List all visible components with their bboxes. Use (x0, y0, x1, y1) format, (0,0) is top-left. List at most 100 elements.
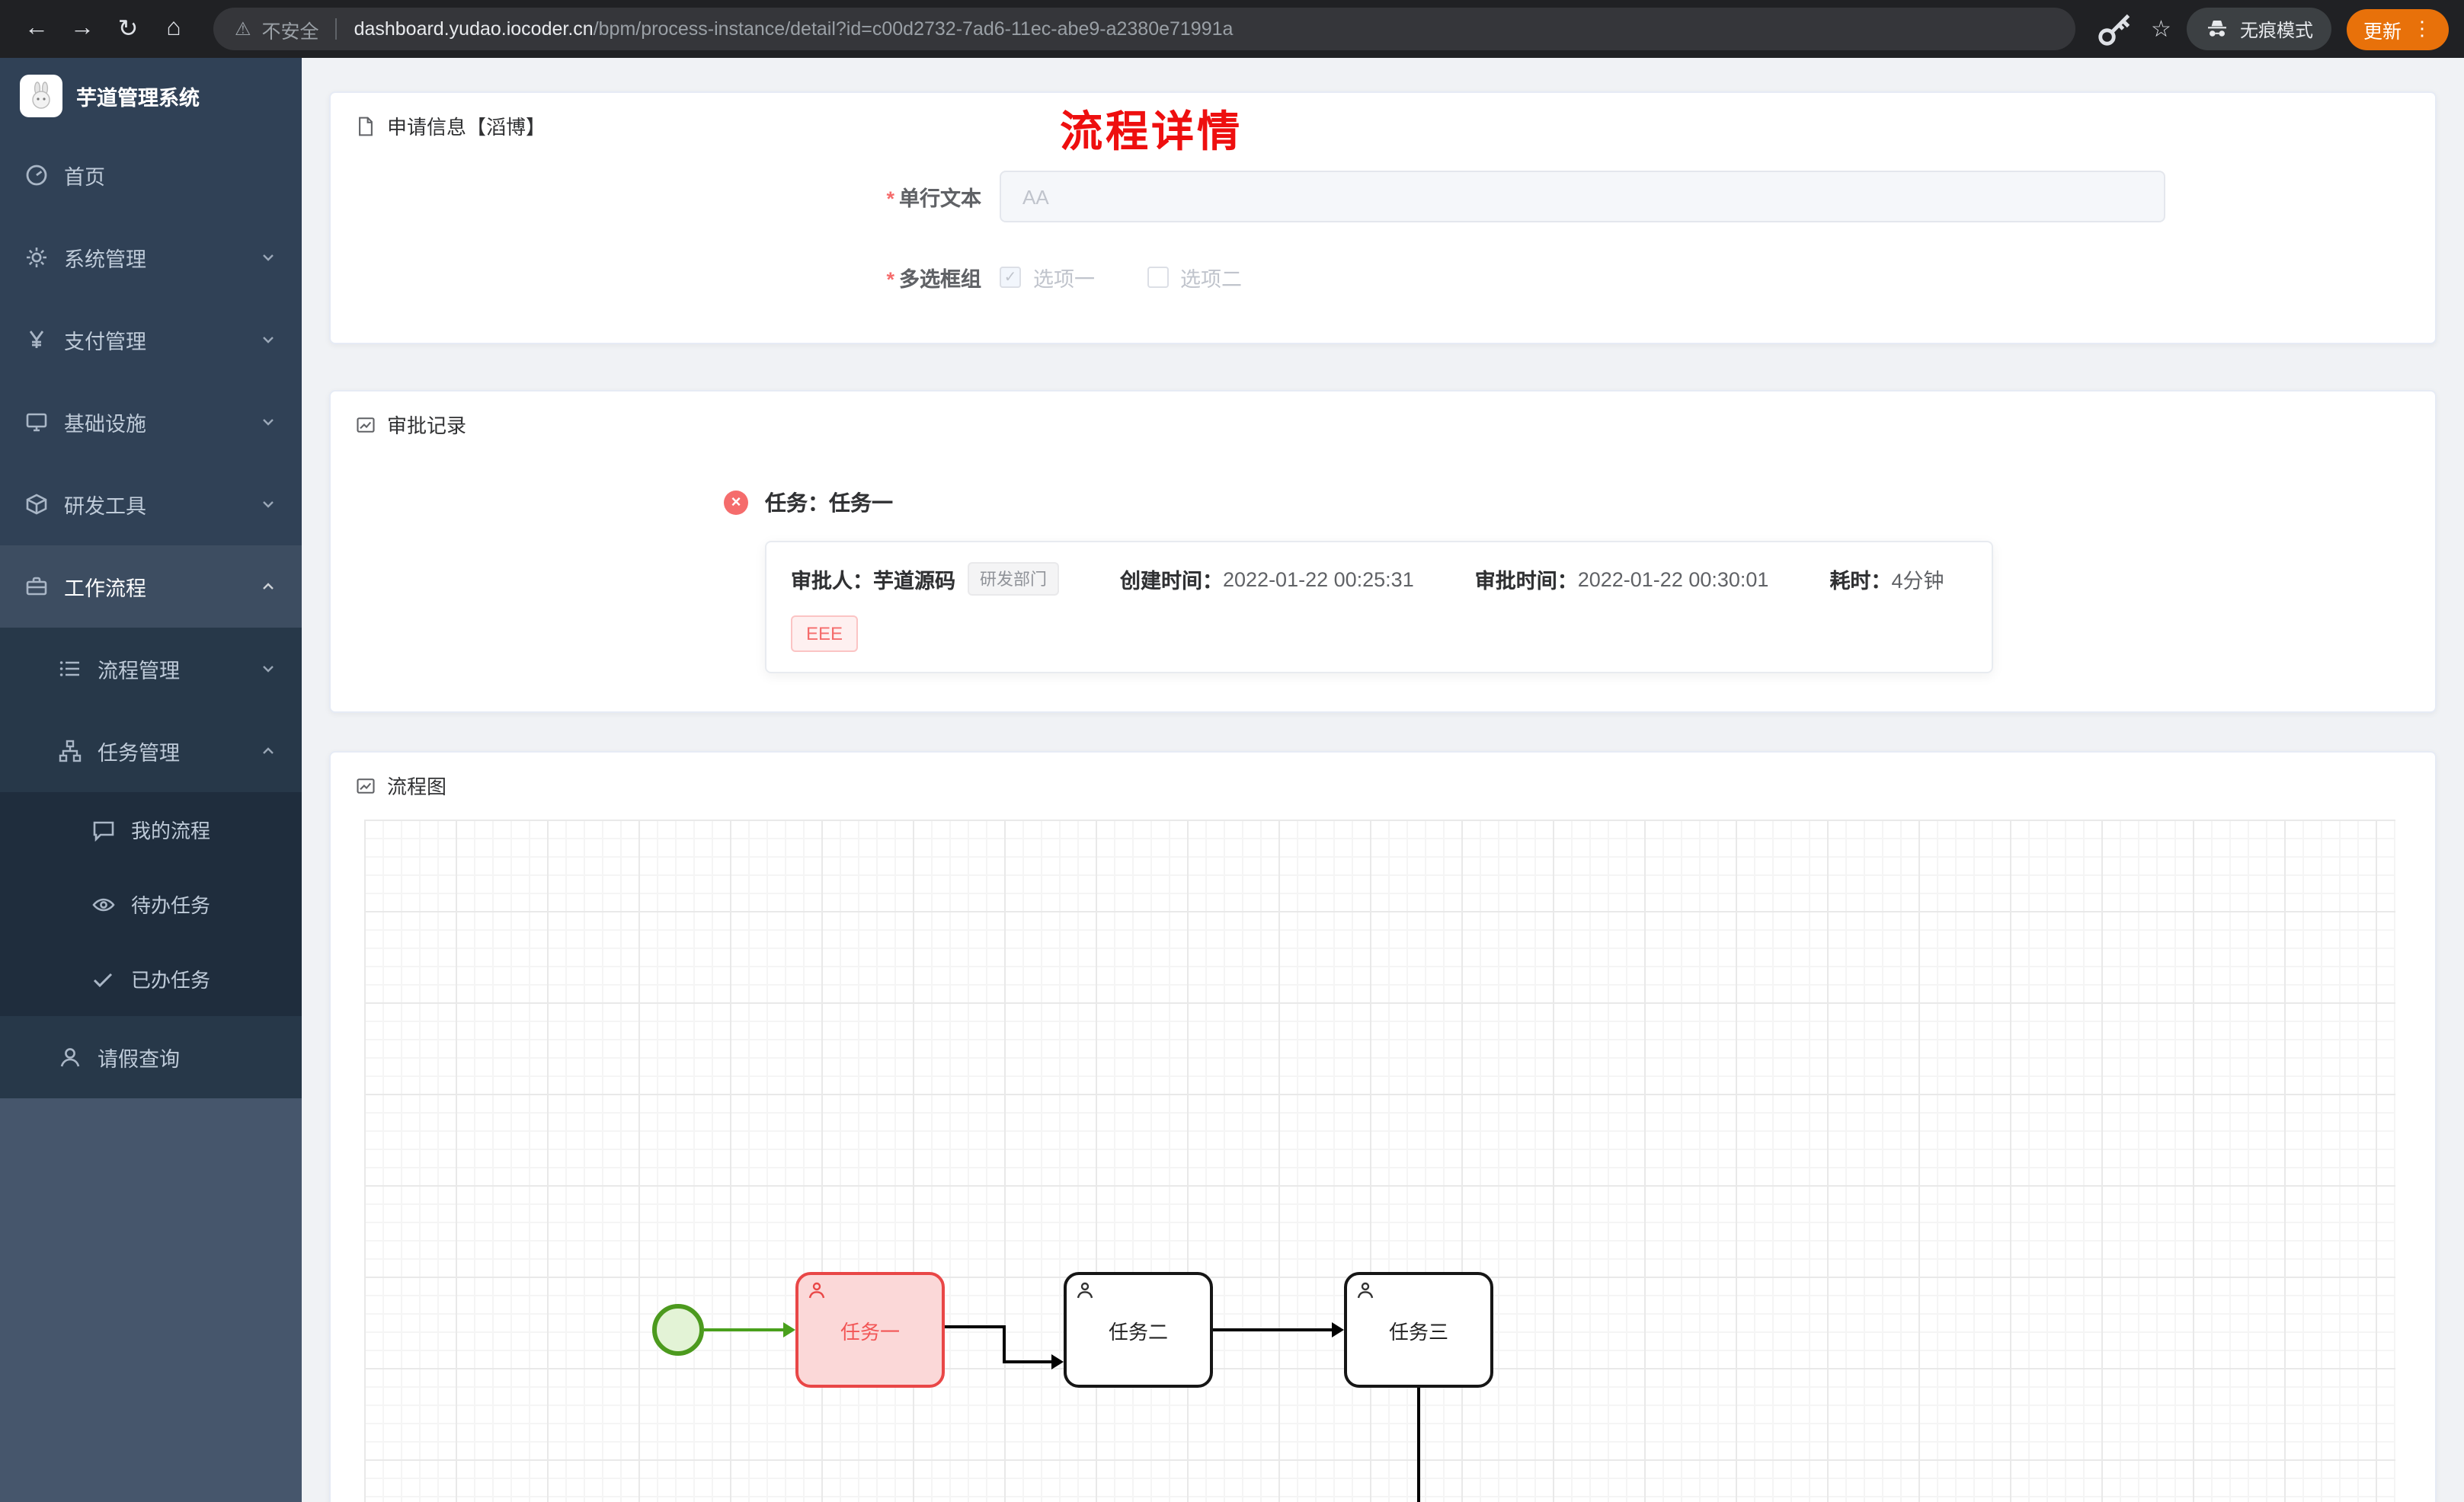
checkbox-option-1[interactable]: 选项一 (1000, 262, 1095, 292)
approval-card-header: 审批记录 (331, 391, 2435, 457)
sidebar-item-my-process[interactable]: 我的流程 (0, 792, 302, 867)
dashboard-icon (26, 165, 47, 186)
diagram-card-title: 流程图 (387, 775, 447, 798)
tree-icon (59, 740, 82, 762)
start-event-node[interactable] (652, 1304, 704, 1356)
task-node-3[interactable]: 任务三 (1344, 1272, 1493, 1388)
logo-avatar (20, 75, 62, 117)
bpmn-canvas[interactable]: 任务一 任务二 任务三 (364, 820, 2395, 1502)
approval-records-card: 审批记录 × 任务：任务一 审批人： 芋道源码 研发部门 (329, 390, 2437, 713)
update-button[interactable]: 更新 ⋮ (2346, 8, 2449, 50)
sidebar-item-label: 请假查询 (98, 1048, 180, 1071)
chevron-down-icon (263, 419, 274, 426)
single-line-text-input[interactable] (1000, 171, 2165, 222)
apply-card-header: 申请信息【滔博】 (331, 93, 2435, 158)
chevron-down-icon (263, 501, 274, 508)
apply-info-card: 流程详情 申请信息【滔博】 *单行文本 *多选框组 选项 (329, 91, 2437, 344)
user-icon (60, 1048, 80, 1067)
chevron-down-icon (263, 666, 274, 673)
sidebar-item-task-mgmt[interactable]: 任务管理 (0, 710, 302, 792)
checkbox-group-label: *多选框组 (886, 268, 981, 291)
create-time-group: 创建时间： 2022-01-22 00:25:31 (1120, 564, 1414, 594)
approver-label: 审批人： (791, 570, 873, 593)
text-field-label: *单行文本 (886, 187, 981, 210)
eye-icon (92, 897, 115, 911)
sidebar-item-system[interactable]: 系统管理 (0, 216, 302, 299)
home-icon[interactable]: ⌂ (166, 15, 181, 41)
required-asterisk: * (886, 268, 894, 291)
chrome-right-controls: ☆ 无痕模式 更新 ⋮ (2093, 8, 2449, 50)
approve-time-label: 审批时间： (1474, 570, 1578, 593)
address-bar[interactable]: ⚠ 不安全 dashboard.yudao.iocoder.cn/bpm/pro… (213, 8, 2075, 50)
user-task-icon (808, 1282, 825, 1299)
sidebar-item-label: 我的流程 (131, 820, 211, 842)
checkbox-unchecked-icon (1147, 267, 1168, 288)
sequence-flow (1417, 1388, 1420, 1502)
sidebar-item-infrastructure[interactable]: 基础设施 (0, 381, 302, 463)
box-icon (26, 494, 47, 515)
sidebar-item-label: 工作流程 (64, 577, 146, 600)
approval-timeline: × 任务：任务一 审批人： 芋道源码 研发部门 创建时间： (724, 487, 2435, 673)
task-node-1[interactable]: 任务一 (795, 1272, 945, 1388)
arrowhead (1332, 1322, 1344, 1337)
back-icon[interactable]: ← (24, 15, 49, 41)
approve-time-value: 2022-01-22 00:30:01 (1577, 567, 1769, 590)
forward-icon[interactable]: → (70, 15, 94, 41)
bookmark-star-icon[interactable]: ☆ (2151, 17, 2171, 43)
diagram-icon (357, 778, 375, 793)
incognito-label: 无痕模式 (2239, 19, 2313, 40)
sidebar-item-label: 研发工具 (64, 495, 146, 518)
task-node-2[interactable]: 任务二 (1064, 1272, 1213, 1388)
browser-chrome: ← → ↻ ⌂ ⚠ 不安全 dashboard.yudao.iocoder.cn… (0, 0, 2464, 58)
diagram-card-header: 流程图 (331, 753, 2435, 818)
refresh-icon[interactable]: ↻ (117, 17, 139, 43)
sidebar-item-done-tasks[interactable]: 已办任务 (0, 941, 302, 1016)
document-icon (359, 116, 373, 136)
checkbox-option-2[interactable]: 选项二 (1147, 262, 1242, 292)
monitor-icon (26, 413, 47, 432)
create-time-label: 创建时间： (1120, 570, 1223, 593)
approval-detail-box: 审批人： 芋道源码 研发部门 创建时间： 2022-01-22 00:25:31… (765, 541, 1993, 673)
key-icon[interactable] (2093, 8, 2136, 50)
sequence-flow (704, 1328, 783, 1331)
sidebar-item-label: 系统管理 (64, 248, 146, 271)
sequence-flow (945, 1325, 1006, 1328)
process-diagram-card: 流程图 任务一 (329, 751, 2437, 1502)
create-time-value: 2022-01-22 00:25:31 (1223, 567, 1414, 590)
dept-tag: 研发部门 (968, 562, 1059, 596)
approval-card-title: 审批记录 (387, 414, 467, 437)
comment-tag: EEE (791, 615, 859, 652)
main-content: 流程详情 申请信息【滔博】 *单行文本 *多选框组 选项 (302, 58, 2464, 1502)
omnibox-divider (335, 18, 338, 40)
menu-kebab-icon[interactable]: ⋮ (2412, 17, 2432, 40)
checkbox-label: 选项二 (1180, 268, 1242, 291)
sidebar-item-todo-tasks[interactable]: 待办任务 (0, 867, 302, 941)
check-icon (93, 972, 113, 987)
app-shell: 芋道管理系统 首页 系统管理 支付管理 基础设施 (0, 58, 2464, 1502)
chevron-down-icon (263, 254, 274, 261)
page-title: 流程详情 (1060, 108, 1243, 155)
sidebar-item-workflow[interactable]: 工作流程 (0, 545, 302, 628)
sequence-flow (1003, 1360, 1051, 1363)
incognito-icon (2207, 21, 2226, 37)
approver-name: 芋道源码 (873, 570, 955, 593)
task-collapse-header[interactable]: × 任务：任务一 (724, 487, 2435, 518)
sidebar-item-label: 流程管理 (98, 660, 180, 682)
security-label: 不安全 (261, 21, 319, 42)
sequence-flow (1213, 1328, 1332, 1331)
duration-label: 耗时： (1829, 570, 1892, 593)
required-asterisk: * (886, 187, 894, 210)
arrowhead (1051, 1354, 1064, 1369)
url-domain: dashboard.yudao.iocoder.cn (354, 18, 594, 40)
sidebar-item-home[interactable]: 首页 (0, 134, 302, 216)
approver-group: 审批人： 芋道源码 研发部门 (791, 562, 1059, 596)
url-path: /bpm/process-instance/detail?id=c00d2732… (593, 18, 1234, 40)
sidebar-item-payment[interactable]: 支付管理 (0, 299, 302, 381)
sidebar-item-devtools[interactable]: 研发工具 (0, 463, 302, 545)
task-title: 任务：任务一 (765, 491, 893, 515)
sidebar-item-leave-query[interactable]: 请假查询 (0, 1016, 302, 1098)
apply-card-title: 申请信息【滔博】 (387, 116, 546, 139)
sidebar: 芋道管理系统 首页 系统管理 支付管理 基础设施 (0, 58, 302, 1502)
sidebar-item-process-mgmt[interactable]: 流程管理 (0, 628, 302, 710)
